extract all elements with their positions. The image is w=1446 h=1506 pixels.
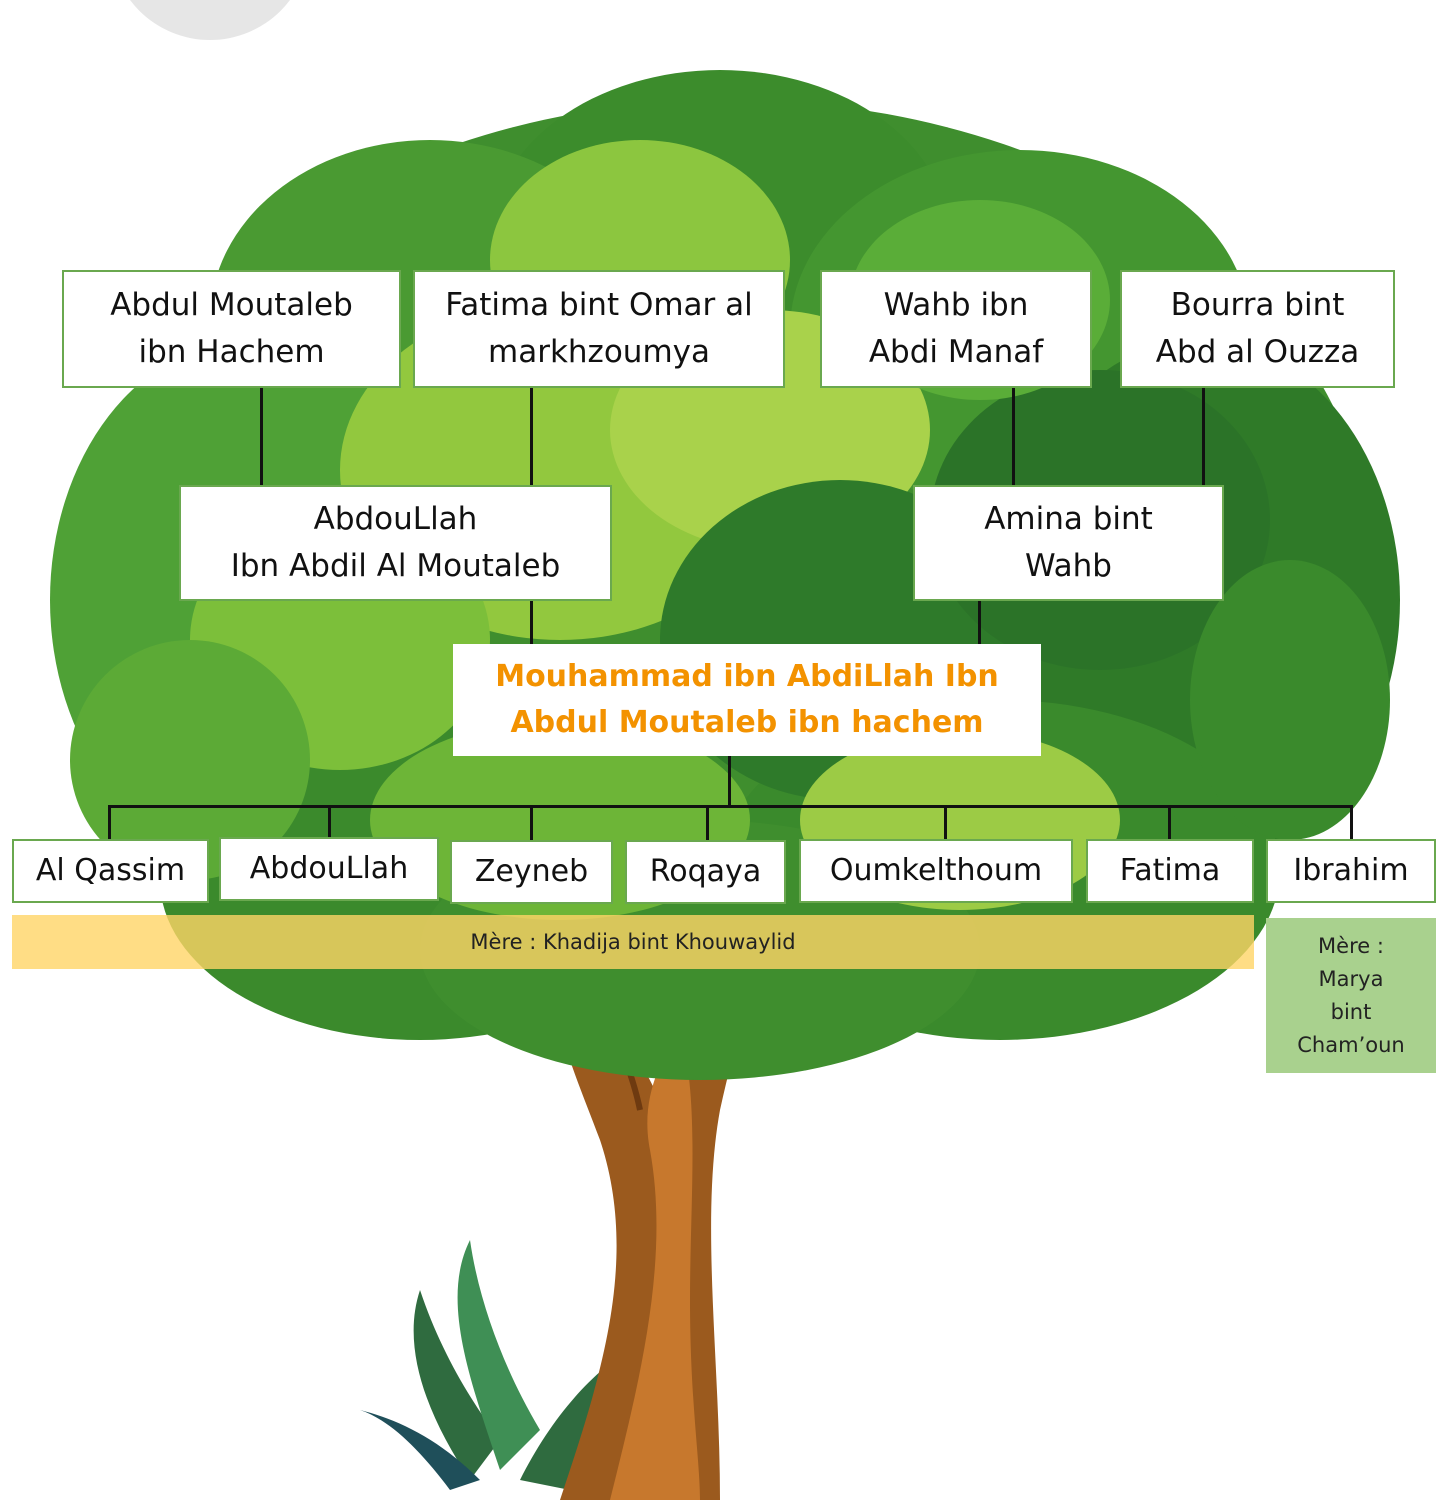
connector-child-1 (108, 805, 111, 839)
child-ibrahim: Ibrahim (1266, 839, 1436, 903)
connector-wahb-amina (1012, 388, 1015, 486)
child-zeyneb: Zeyneb (450, 840, 613, 904)
connector-child-7 (1350, 805, 1353, 839)
child-fatima: Fatima (1086, 839, 1254, 903)
child-oumkelthoum: Oumkelthoum (799, 839, 1073, 903)
child-roqaya: Roqaya (625, 840, 786, 904)
connector-grandmother-father (530, 388, 533, 486)
box-maternal-grandfather: Wahb ibn Abdi Manaf (820, 270, 1092, 388)
mother-band-khadija: Mère : Khadija bint Khouwaylid (12, 915, 1254, 969)
box-father: AbdouLlah Ibn Abdil Al Moutaleb (179, 485, 612, 601)
box-paternal-grandmother: Fatima bint Omar al markhzoumya (413, 270, 785, 388)
connector-center-down (728, 756, 731, 806)
child-abdoullah: AbdouLlah (219, 837, 439, 901)
box-paternal-grandfather: Abdul Moutaleb ibn Hachem (62, 270, 401, 388)
corner-circle (130, 0, 290, 40)
connector-child-5 (944, 805, 947, 839)
connector-child-3 (530, 805, 533, 840)
child-al-qassim: Al Qassim (12, 839, 209, 903)
box-center-mouhammad: Mouhammad ibn AbdiLlah Ibn Abdul Moutale… (453, 644, 1041, 756)
connector-bourra-amina (1202, 388, 1205, 486)
box-maternal-grandmother: Bourra bint Abd al Ouzza (1120, 270, 1395, 388)
connector-grandfather-father (260, 388, 263, 486)
connector-child-2 (328, 805, 331, 837)
connector-child-6 (1168, 805, 1171, 839)
connector-child-4 (706, 805, 709, 840)
mother-band-marya: Mère : Marya bint Cham’oun (1266, 918, 1436, 1073)
connector-mother-center (978, 600, 981, 644)
children-bus (108, 805, 1353, 808)
connector-father-center (530, 600, 533, 644)
box-mother: Amina bint Wahb (913, 485, 1224, 601)
